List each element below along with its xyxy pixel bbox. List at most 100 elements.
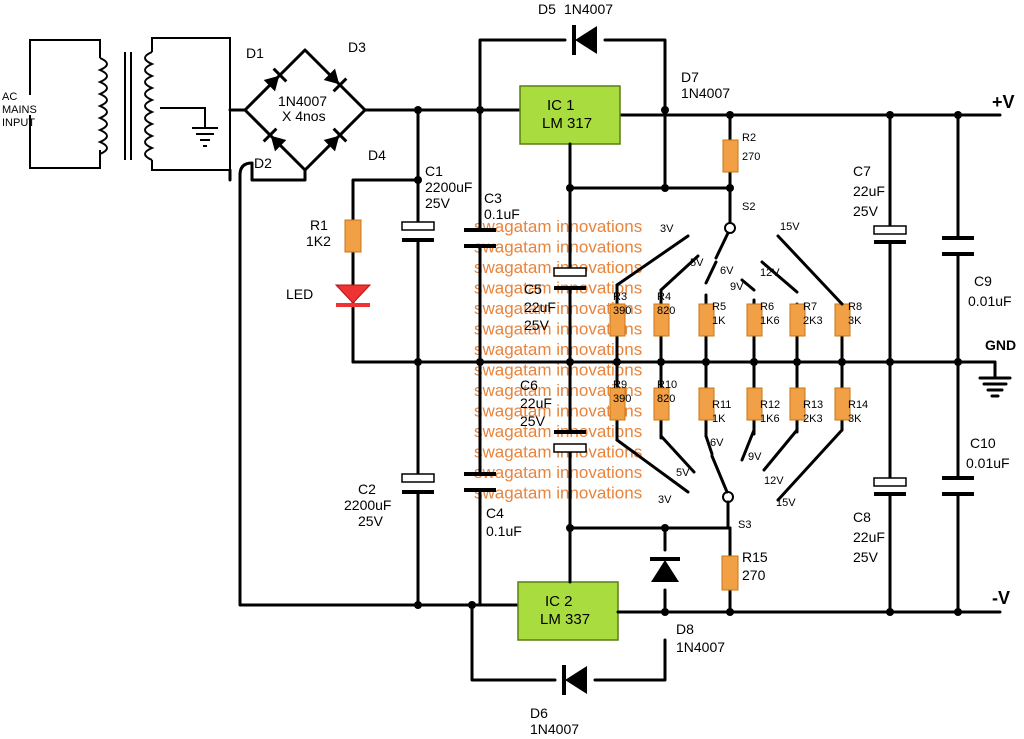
resistor-value: 820: [657, 305, 675, 317]
resistor-value: 1K: [712, 413, 726, 425]
junction-dots: [414, 106, 962, 616]
switch-s3-tap-label: 12V: [764, 475, 784, 487]
switch-s2-tap-label: 12V: [760, 267, 780, 279]
switch-s2-tap-label: 6V: [720, 265, 734, 277]
d8-label: D8: [676, 621, 694, 637]
switch-s2-tap-label: 3V: [660, 223, 674, 235]
svg-text:LM 317: LM 317: [542, 115, 592, 132]
svg-text:R1: R1: [310, 217, 328, 233]
svg-text:25V: 25V: [358, 513, 384, 529]
svg-text:22uF: 22uF: [853, 529, 885, 545]
svg-text:0.1uF: 0.1uF: [484, 206, 520, 222]
resistor-value: 3K: [848, 315, 862, 327]
positive-rail: +V: [363, 92, 1015, 117]
watermark-line: swagatam innovations: [474, 340, 642, 359]
capacitor-c2: C2 2200uF 25V: [344, 473, 435, 529]
switch-s3-label: S3: [738, 519, 751, 531]
svg-text:LM 337: LM 337: [540, 611, 590, 628]
junction-dot: [657, 358, 665, 366]
switch-s2-contact: [740, 278, 756, 292]
resistor-r14: [834, 387, 851, 421]
resistor-label: R9: [613, 379, 627, 391]
ac-input-label: AC MAINS INPUT: [2, 91, 37, 129]
junction-dot: [750, 358, 758, 366]
d7-label: D7: [681, 69, 699, 85]
switch-s2-label: S2: [742, 201, 755, 213]
led-label: LED: [286, 286, 313, 302]
resistor-r10: [653, 387, 670, 421]
capacitor-c6: C6 22uF 25V: [520, 377, 587, 453]
resistor-value: 1K6: [760, 315, 780, 327]
svg-text:C3: C3: [484, 190, 502, 206]
negative-rail-label: -V: [992, 588, 1010, 608]
resistor-value: 820: [657, 393, 675, 405]
svg-text:22uF: 22uF: [520, 395, 552, 411]
svg-text:270: 270: [742, 151, 760, 163]
svg-text:270: 270: [742, 567, 766, 583]
bridge-qty-label: X 4nos: [282, 108, 326, 124]
watermark-line: swagatam innovations: [474, 299, 642, 318]
capacitor-c4: C4 0.1uF: [464, 472, 522, 539]
svg-text:C1: C1: [425, 163, 443, 179]
capacitor-c9: C9 0.01uF: [942, 236, 1012, 309]
bridge-d1-label: D1: [246, 45, 264, 61]
d5-label: D5: [538, 1, 556, 17]
resistor-r15: R15 270: [721, 549, 768, 591]
ground-rail-label: GND: [985, 337, 1016, 353]
resistor-label: R8: [848, 301, 862, 313]
svg-text:0.1uF: 0.1uF: [486, 523, 522, 539]
svg-text:25V: 25V: [520, 413, 546, 429]
ground-icon: [978, 360, 1012, 398]
watermark-line: swagatam innovations: [474, 217, 642, 236]
resistor-r3: [609, 303, 626, 337]
junction-dot: [838, 358, 846, 366]
svg-text:C2: C2: [358, 481, 376, 497]
watermark-line: swagatam innovations: [474, 484, 642, 503]
resistor-value: 3K: [848, 413, 862, 425]
junction-dot: [793, 358, 801, 366]
resistor-label: R12: [760, 399, 780, 411]
svg-text:C10: C10: [970, 435, 996, 451]
d6-label: D6: [530, 705, 548, 721]
switch-s3-tap-label: 15V: [776, 497, 796, 509]
svg-text:C7: C7: [853, 163, 871, 179]
svg-text:C4: C4: [486, 505, 504, 521]
svg-text:IC 2: IC 2: [545, 593, 573, 610]
resistor-label: R6: [760, 301, 774, 313]
svg-text:25V: 25V: [524, 317, 550, 333]
resistor-r4: [653, 303, 670, 337]
bridge-d3-label: D3: [348, 39, 366, 55]
junction-dot: [702, 358, 710, 366]
switch-s2-contact: [776, 234, 844, 306]
resistor-label: R13: [803, 399, 823, 411]
switch-s3-contact: [740, 428, 756, 462]
resistor-r5: [698, 303, 715, 337]
switch-s3-contact: [762, 428, 799, 472]
capacitor-c7: C7 22uF 25V: [853, 163, 907, 244]
svg-text:22uF: 22uF: [853, 183, 885, 199]
resistor-r6: [746, 303, 763, 337]
transformer: [29, 37, 231, 171]
resistor-label: R14: [848, 399, 868, 411]
diode-d1-icon: [263, 67, 288, 92]
watermark-line: swagatam innovations: [474, 361, 642, 380]
svg-text:2200uF: 2200uF: [344, 497, 391, 513]
svg-text:R15: R15: [742, 549, 768, 565]
positive-rail-label: +V: [992, 92, 1015, 112]
svg-text:25V: 25V: [853, 203, 879, 219]
svg-text:C6: C6: [520, 377, 538, 393]
svg-text:1K2: 1K2: [306, 233, 331, 249]
bridge-d2-label: D2: [254, 155, 272, 171]
watermark-line: swagatam innovations: [474, 381, 642, 400]
switch-s2-tap-label: 9V: [730, 281, 744, 293]
resistor-label: R7: [803, 301, 817, 313]
capacitor-c1: C1 2200uF 25V: [401, 163, 472, 242]
switch-s2-contact: [615, 234, 690, 287]
diode-d6-icon: [562, 665, 587, 695]
bridge-rectifier: D1 D3 D2 D4 1N4007 X 4nos: [243, 39, 386, 172]
switch-s3-contact: [704, 434, 714, 456]
d5-part: 1N4007: [564, 1, 613, 17]
svg-text:2200uF: 2200uF: [425, 179, 472, 195]
watermark-line: swagatam innovations: [474, 238, 642, 257]
switch-s3-tap-label: 3V: [658, 494, 672, 506]
